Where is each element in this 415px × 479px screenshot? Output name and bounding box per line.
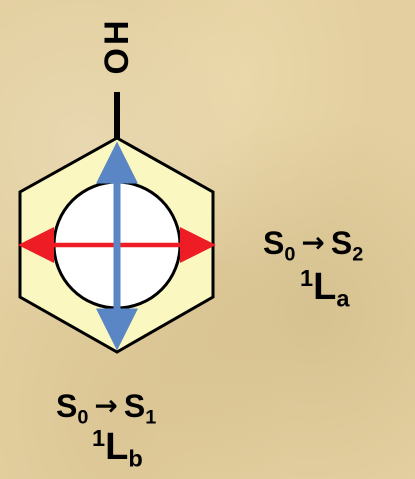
- s0-s2-transition-label: S0→S2: [263, 225, 363, 264]
- s2-from-state: S: [263, 225, 285, 261]
- la-band-letter: L: [313, 266, 337, 308]
- lb-band-sub: b: [128, 445, 143, 472]
- la-band-sub: a: [336, 285, 350, 312]
- s1-from-index: 0: [77, 406, 89, 429]
- hydroxyl-label: OH: [98, 17, 136, 75]
- s1-to-state: S: [123, 388, 146, 424]
- lb-band-prefix: 1: [92, 425, 106, 452]
- s2-to-state: S: [330, 225, 353, 261]
- s2-to-index: 2: [352, 243, 364, 266]
- s0-s1-transition-label: S0→S1: [56, 388, 156, 427]
- s1-arrow: →: [94, 389, 118, 422]
- la-band-label: 1La: [300, 265, 349, 310]
- lb-band-letter: L: [105, 426, 129, 468]
- s1-to-index: 1: [145, 406, 157, 429]
- s1-from-state: S: [56, 388, 78, 424]
- la-band-prefix: 1: [300, 265, 314, 292]
- lb-band-label: 1Lb: [92, 425, 143, 470]
- s2-arrow: →: [301, 226, 325, 259]
- s2-from-index: 0: [284, 243, 296, 266]
- hydroxyl-group: OH: [97, 8, 137, 84]
